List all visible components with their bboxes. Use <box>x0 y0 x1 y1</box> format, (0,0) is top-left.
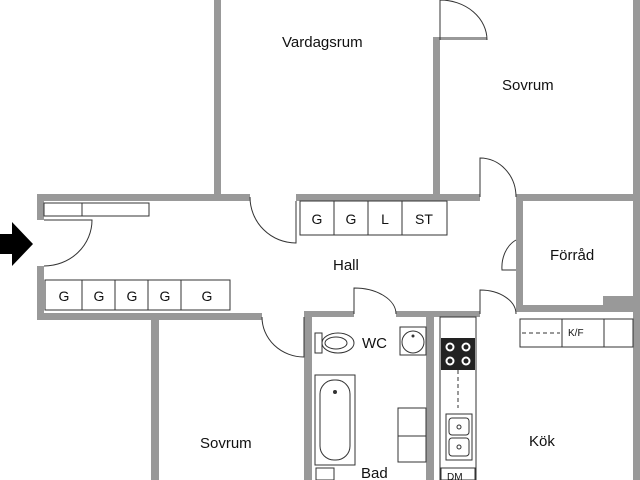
walls <box>37 0 640 480</box>
room-label-sovrum-lower: Sovrum <box>200 435 252 452</box>
hall-shelf <box>81 202 150 217</box>
hall-shelf-small <box>43 202 83 217</box>
closet <box>367 200 403 236</box>
fridge-freezer <box>561 318 605 348</box>
hall-closets-top: G G L ST <box>299 200 448 236</box>
room-label-vardagsrum: Vardagsrum <box>282 34 363 51</box>
doors <box>43 0 517 358</box>
dishwasher <box>440 467 476 480</box>
closet <box>180 279 231 311</box>
closet-label: ST <box>415 211 433 227</box>
room-label-kok: Kök <box>529 433 555 450</box>
closet <box>333 200 369 236</box>
stove-icon <box>441 338 475 370</box>
kitchen-upper-counter <box>519 318 563 348</box>
room-label-forrad: Förråd <box>550 247 594 264</box>
washing-machine <box>397 407 427 437</box>
shower-tray <box>315 467 335 480</box>
kitchen-cabinet-right <box>603 318 634 348</box>
room-label-bad: Bad <box>361 465 388 480</box>
closet-label: G <box>312 211 323 227</box>
dishwasher-label: DM <box>447 472 463 480</box>
closet <box>147 279 182 311</box>
dryer <box>397 435 427 463</box>
closet-label: G <box>202 288 213 304</box>
closet-label: L <box>381 211 389 227</box>
closet-label: G <box>160 288 171 304</box>
sink-icon <box>445 413 473 461</box>
closet-label: G <box>94 288 105 304</box>
entrance-arrow-icon <box>0 222 33 266</box>
closet <box>299 200 335 236</box>
bathroom-fixtures <box>314 326 427 480</box>
room-label-sovrum-upper: Sovrum <box>502 77 554 94</box>
room-label-wc: WC <box>362 335 387 352</box>
hall-closets-left: G G G G G <box>44 279 231 311</box>
closet-label: G <box>346 211 357 227</box>
washbasin-icon <box>399 326 427 356</box>
closet-label: G <box>59 288 70 304</box>
closet <box>401 200 448 236</box>
bathtub-icon <box>314 374 356 466</box>
kitchen-fixtures: DM K/F <box>439 316 634 480</box>
closet <box>81 279 116 311</box>
closet-label: G <box>127 288 138 304</box>
room-label-hall: Hall <box>333 257 359 274</box>
closet <box>44 279 83 311</box>
toilet-icon <box>314 332 355 354</box>
fridge-freezer-label: K/F <box>568 328 584 339</box>
